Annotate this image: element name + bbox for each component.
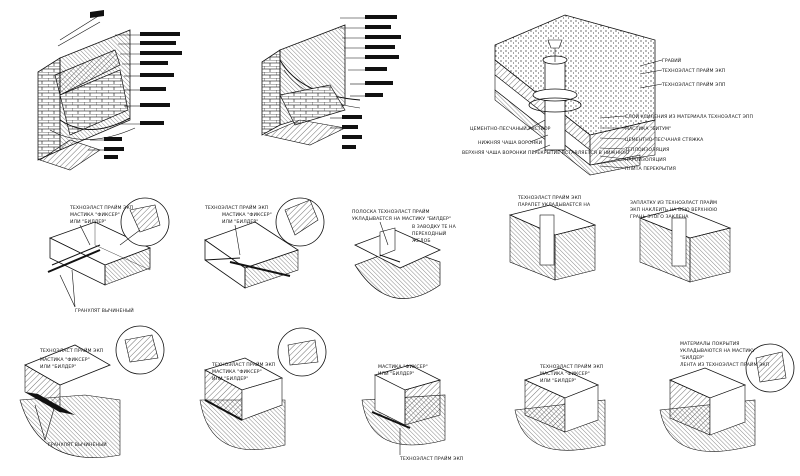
row3-detail-5: МАТЕРИАЛЫ ПОКРЫТИЯ УКЛАДЫВАЮТСЯ НА МАСТИ… (659, 341, 795, 452)
drain-label-lower-bowl: НИЖНЯЯ ЧАША ВОРОНКИ (478, 140, 542, 146)
r3d5-label-2: "БИЛДЕР" (680, 355, 704, 361)
r3d2-label-1: МАСТИКА "ФИКСЕР" (212, 369, 262, 375)
r3d3-label-0: МАСТИКА "ФИКСЕР" (378, 364, 428, 370)
r2d1-label-2: ИЛИ "БИЛДЕР" (70, 219, 107, 225)
r3d2-label-2: ИЛИ "БИЛДЕР" (212, 376, 249, 382)
drain-label-vapor: ПАРОИЗОЛЯЦИЯ (625, 157, 666, 163)
row2-detail-4: ТЕХНОЭЛАСТ ПРАЙМ ЭКП ПАРАПЕТ УКЛАДЫВАЕТС… (508, 194, 597, 281)
drain-label-insulation: ТЕПЛОИЗОЛЯЦИЯ (624, 147, 669, 153)
r2d4-label-0: ТЕХНОЭЛАСТ ПРАЙМ ЭКП (517, 194, 581, 201)
roof-drain-detail: ГРАВИЙ ТЕХНОЭЛАСТ ПРАЙМ ЭКП ТЕХНОЭЛАСТ П… (462, 14, 753, 176)
r2d5-label-2: ГРАНЬ ЭТОГО ЗАКЛЕНА (630, 214, 689, 220)
wall-detail-b (261, 15, 401, 149)
row2-detail-3: ПОЛОСКА ТЕХНОЭЛАСТ ПРАЙМ УКЛАДЫВАЕТСЯ НА… (352, 208, 457, 299)
drain-label-gravel: ГРАВИЙ (662, 57, 681, 64)
r3d3-bottom-label: ТЕХНОЭЛАСТ ПРАЙМ ЭКП (399, 455, 463, 462)
r3d4-label-0: ТЕХНОЭЛАСТ ПРАЙМ ЭКП (539, 363, 603, 370)
drain-label-ekp: ТЕХНОЭЛАСТ ПРАЙМ ЭКП (661, 67, 725, 74)
r2d2-label-2: ИЛИ "БИЛДЕР" (222, 219, 259, 225)
r2d5-label-0: ЗАПЛАТКУ ИЗ ТЕХНОЭЛАСТ ПРАЙМ (630, 199, 717, 206)
r3d1-label-2: ИЛИ "БИЛДЕР" (40, 364, 77, 370)
r3d1-bottom-label: ГРАНУЛЯТ ВЫЧИНЕНЫЙ (48, 441, 107, 448)
r2d1-label-1: МАСТИКА "ФИКСЕР" (70, 212, 120, 218)
wall-detail-a (37, 10, 182, 171)
drain-label-upper-bowl-text: ВЕРХНЯЯ ЧАША ВОРОНКИ ПЕРЕКРЫТИЕ ВСТАВЛЯЕ… (462, 150, 629, 156)
drain-label-epp: ТЕХНОЭЛАСТ ПРАЙМ ЭПП (661, 81, 726, 88)
r2d5-label-1: ЭКП НАКЛЕИТЬ НА ВСЮ ВЕРХНЮЮ (630, 207, 717, 213)
row3-detail-2: ТЕХНОЭЛАСТ ПРАЙМ ЭКП МАСТИКА "ФИКСЕР" ИЛ… (199, 327, 327, 450)
r3d5-label-0: МАТЕРИАЛЫ ПОКРЫТИЯ (680, 341, 740, 347)
row3-detail-1: ТЕХНОЭЛАСТ ПРАЙМ ЭКП МАСТИКА "ФИКСЕР" ИЛ… (19, 325, 165, 458)
wall-a-callouts (88, 32, 182, 159)
row2-detail-1: ТЕХНОЭЛАСТ ПРАЙМ ЭКП МАСТИКА "ФИКСЕР" ИЛ… (47, 197, 170, 314)
drain-labels-right: ГРАВИЙ ТЕХНОЭЛАСТ ПРАЙМ ЭКП ТЕХНОЭЛАСТ П… (599, 57, 753, 172)
row3-detail-3: МАСТИКА "ФИКСЕР" ИЛИ "БИЛДЕР" ТЕХНОЭЛАСТ… (361, 364, 463, 462)
r3d4-label-1: МАСТИКА "ФИКСЕР" (540, 371, 590, 377)
r2d2-label-0: ТЕХНОЭЛАСТ ПРАЙМ ЭКП (204, 204, 268, 211)
r2d2-label-1: МАСТИКА "ФИКСЕР" (222, 212, 272, 218)
drain-label-slab: ПЛИТА ПЕРЕКРЫТИЯ (625, 166, 676, 172)
r2d3-label-1: УКЛАДЫВАЕТСЯ НА МАСТИКУ "БИЛДЕР" (352, 216, 451, 222)
r3d5-label-3: ЛЕНТА ИЗ ТЕХНОЭЛАСТ ПРАЙМ ЭКП (680, 361, 769, 368)
drain-label-reinforcement: СЛОЙ УСИЛЕНИЯ ИЗ МАТЕРИАЛА ТЕХНОЭЛАСТ ЭП… (625, 113, 753, 120)
drain-label-screed: ЦЕМЕНТНО-ПЕСЧАНАЯ СТЯЖКА (625, 137, 704, 143)
wall-b-callouts (330, 15, 401, 149)
drain-labels-left: ЦЕМЕНТНО-ПЕСЧАНЫЙ РАСТВОР НИЖНЯЯ ЧАША ВО… (462, 119, 629, 156)
r2d3-side-1: ПЕРЕХОДНЫЙ (412, 230, 446, 237)
drain-label-mortar: ЦЕМЕНТНО-ПЕСЧАНЫЙ РАСТВОР (470, 125, 551, 132)
r3d2-label-0: ТЕХНОЭЛАСТ ПРАЙМ ЭКП (211, 361, 275, 368)
r2d3-label-0: ПОЛОСКА ТЕХНОЭЛАСТ ПРАЙМ (352, 208, 430, 215)
r2d3-side-2: ЖЕЛОБ (412, 238, 431, 244)
r2d3-side-0: В ЗАВОДКУ ТЕ НА (412, 224, 457, 230)
r2d1-label-0: ТЕХНОЭЛАСТ ПРАЙМ ЭКП (69, 204, 133, 211)
r3d5-label-1: УКЛАДЫВАЮТСЯ НА МАСТИКУ (680, 348, 755, 354)
r3d3-label-1: ИЛИ "БИЛДЕР" (378, 371, 415, 377)
row3-detail-4: ТЕХНОЭЛАСТ ПРАЙМ ЭКП МАСТИКА "ФИКСЕР" ИЛ… (514, 363, 606, 451)
r2d1-bottom-label: ГРАНУЛЯТ ВЫЧИНЕНЫЙ (75, 307, 134, 314)
drain-label-mastic: МАСТИКА "БИТУМ" (625, 126, 671, 132)
r3d1-label-0: ТЕХНОЭЛАСТ ПРАЙМ ЭКП (39, 347, 103, 354)
row2-detail-2: ТЕХНОЭЛАСТ ПРАЙМ ЭКП МАСТИКА "ФИКСЕР" ИЛ… (204, 197, 325, 289)
r3d1-label-1: МАСТИКА "ФИКСЕР" (40, 357, 90, 363)
row2-detail-5: ЗАПЛАТКУ ИЗ ТЕХНОЭЛАСТ ПРАЙМ ЭКП НАКЛЕИТ… (630, 199, 732, 283)
r3d4-label-2: ИЛИ "БИЛДЕР" (540, 378, 577, 384)
r2d4-label-1: ПАРАПЕТ УКЛАДЫВАЕТСЯ НА (518, 202, 591, 208)
drain-label-upper-bowl: ВЕРХНЯЯ ЧАША ВОРОНКИ ПЕРЕКРЫТИЕ ВСТАВЛЯЕ… (462, 150, 629, 156)
